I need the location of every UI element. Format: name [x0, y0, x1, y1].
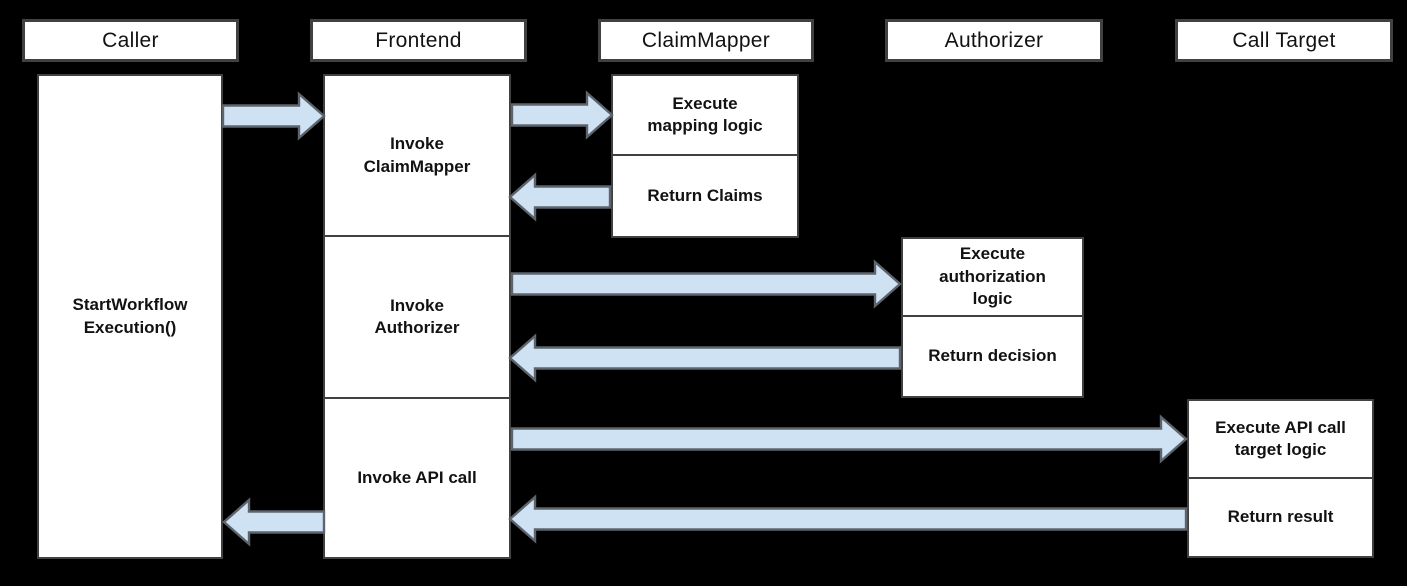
lane-header-calltarget: Call Target	[1175, 19, 1393, 62]
box-return-claims: Return Claims	[611, 154, 799, 238]
arrow-claimmapper-to-frontend	[508, 172, 612, 222]
arrow-frontend-to-claimmapper	[510, 90, 614, 140]
lane-header-frontend: Frontend	[310, 19, 527, 62]
box-invoke-authorizer: Invoke Authorizer	[323, 235, 511, 399]
lane-header-authorizer: Authorizer	[885, 19, 1103, 62]
lane-header-claimmapper: ClaimMapper	[598, 19, 814, 62]
box-invoke-claimmapper: Invoke ClaimMapper	[323, 74, 511, 237]
box-startworkflow-execution: StartWorkflow Execution()	[37, 74, 223, 559]
arrow-caller-to-frontend	[221, 91, 326, 141]
arrow-frontend-to-calltarget	[510, 414, 1188, 464]
box-return-result: Return result	[1187, 477, 1374, 558]
box-execute-authorization-logic: Execute authorization logic	[901, 237, 1084, 317]
box-invoke-api-call: Invoke API call	[323, 397, 511, 559]
arrow-calltarget-to-frontend	[508, 494, 1188, 544]
arrow-frontend-to-authorizer	[510, 259, 902, 309]
box-execute-api-call-target-logic: Execute API call target logic	[1187, 399, 1374, 479]
lane-header-caller: Caller	[22, 19, 239, 62]
arrow-frontend-to-caller	[222, 497, 326, 547]
box-return-decision: Return decision	[901, 315, 1084, 398]
box-execute-mapping-logic: Execute mapping logic	[611, 74, 799, 156]
arrow-authorizer-to-frontend	[508, 333, 902, 383]
